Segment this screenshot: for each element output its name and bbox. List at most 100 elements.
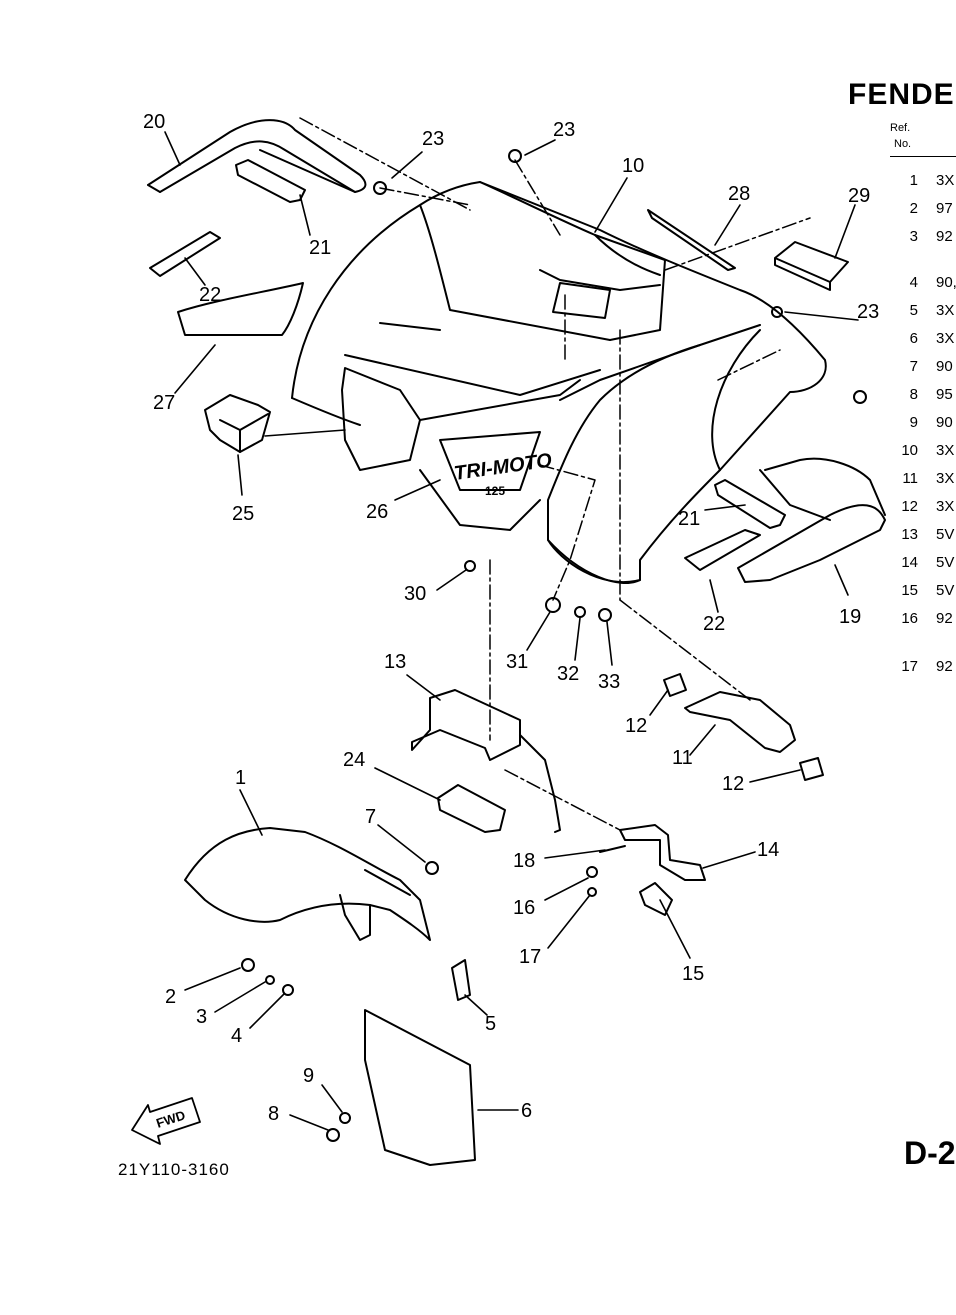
ref-number: 6 bbox=[909, 330, 918, 347]
fwd-arrow-icon bbox=[131, 1097, 201, 1145]
callout-label: 2 bbox=[165, 986, 176, 1008]
washer-31 bbox=[545, 597, 561, 613]
ref-row: 11 3X bbox=[898, 470, 954, 487]
collar-12-b bbox=[799, 757, 824, 781]
part-number: 97 bbox=[936, 200, 953, 217]
part-number: 90 bbox=[936, 414, 953, 431]
callout-label: 1 bbox=[235, 767, 246, 789]
callout-label: 23 bbox=[857, 301, 879, 323]
washer-9 bbox=[339, 1112, 351, 1124]
callout-label: 12 bbox=[625, 715, 647, 737]
callout-label: 17 bbox=[519, 946, 541, 968]
bolt-8 bbox=[326, 1128, 340, 1142]
part-number: 5V bbox=[936, 582, 955, 599]
callout-label: 27 bbox=[153, 392, 175, 414]
callout-label: 29 bbox=[848, 185, 870, 207]
collar-12-a bbox=[663, 673, 687, 697]
part-number: 92 bbox=[936, 610, 953, 627]
callout-label: 32 bbox=[557, 663, 579, 685]
callout-label: 22 bbox=[199, 284, 221, 306]
bolt-7 bbox=[425, 861, 439, 875]
callout-label: 31 bbox=[506, 651, 528, 673]
ref-number: 1 bbox=[909, 172, 918, 189]
washer-3 bbox=[265, 975, 275, 985]
decal-28 bbox=[647, 209, 736, 271]
callout-label: 16 bbox=[513, 897, 535, 919]
part-number: 92 bbox=[936, 658, 953, 675]
part-number: 90, bbox=[936, 274, 956, 291]
bracket-21-top bbox=[235, 159, 306, 203]
ref-number: 13 bbox=[901, 526, 918, 543]
bracket-5 bbox=[451, 959, 471, 1001]
screw-18 bbox=[599, 845, 626, 853]
bolt-23-a bbox=[373, 181, 387, 195]
callout-label: 28 bbox=[728, 183, 750, 205]
part-number: 90 bbox=[936, 358, 953, 375]
callout-label: 22 bbox=[703, 613, 725, 635]
ref-number: 3 bbox=[909, 228, 918, 245]
callout-label: 5 bbox=[485, 1013, 496, 1035]
plate-22-top bbox=[149, 231, 221, 277]
callout-label: 30 bbox=[404, 583, 426, 605]
nut-4 bbox=[282, 984, 294, 996]
callout-label: 3 bbox=[196, 1006, 207, 1028]
ref-rule bbox=[890, 156, 956, 157]
callout-label: 13 bbox=[384, 651, 406, 673]
ref-number: 14 bbox=[901, 554, 918, 571]
decal-brand-text: TRI-MOTO bbox=[453, 449, 554, 485]
callout-label: 23 bbox=[422, 128, 444, 150]
ref-number: 5 bbox=[909, 302, 918, 319]
ref-number: 9 bbox=[909, 414, 918, 431]
part-number: 92 bbox=[936, 228, 953, 245]
ref-number: 12 bbox=[901, 498, 918, 515]
callout-label: 24 bbox=[343, 749, 365, 771]
plate-22-right bbox=[684, 529, 761, 571]
rear-handle-right bbox=[737, 457, 886, 583]
bracket-14 bbox=[619, 824, 706, 881]
callout-label: 9 bbox=[303, 1065, 314, 1087]
plate-24 bbox=[437, 784, 506, 833]
pad-29 bbox=[774, 241, 849, 291]
ref-row: 2 97 bbox=[898, 200, 953, 217]
bracket-21-right bbox=[714, 479, 786, 529]
part-number: 5V bbox=[936, 526, 955, 543]
ref-number: 11 bbox=[902, 470, 918, 487]
bolt-2 bbox=[241, 958, 255, 972]
callout-label: 4 bbox=[231, 1025, 242, 1047]
callout-label: 11 bbox=[672, 747, 693, 769]
part-number: 3X bbox=[936, 470, 955, 487]
nut-23-d bbox=[853, 390, 867, 404]
drawing-number: 21Y110-3160 bbox=[118, 1160, 230, 1179]
callout-label: 10 bbox=[622, 155, 644, 177]
callout-label: 19 bbox=[839, 606, 861, 628]
part-number: 3X bbox=[936, 172, 955, 189]
ref-number: 2 bbox=[909, 200, 918, 217]
washer-32 bbox=[574, 606, 586, 618]
callout-label: 26 bbox=[366, 501, 388, 523]
ref-number: 10 bbox=[901, 442, 918, 459]
page-code: D-2 bbox=[904, 1135, 956, 1171]
ref-row: 3 92 bbox=[898, 228, 953, 245]
bolt-23-b bbox=[508, 149, 522, 163]
callout-label: 21 bbox=[309, 237, 331, 259]
callout-label: 14 bbox=[757, 839, 779, 861]
mud-flap-6 bbox=[364, 1009, 476, 1166]
washer-17 bbox=[587, 887, 597, 897]
ref-row: 1 3X bbox=[898, 172, 955, 189]
ref-row: 13 5V bbox=[898, 526, 954, 543]
tail-light-25 bbox=[204, 394, 271, 453]
ref-number: 16 bbox=[901, 610, 918, 627]
ref-header: Ref. No. bbox=[890, 120, 911, 152]
callout-label: 33 bbox=[598, 671, 620, 693]
